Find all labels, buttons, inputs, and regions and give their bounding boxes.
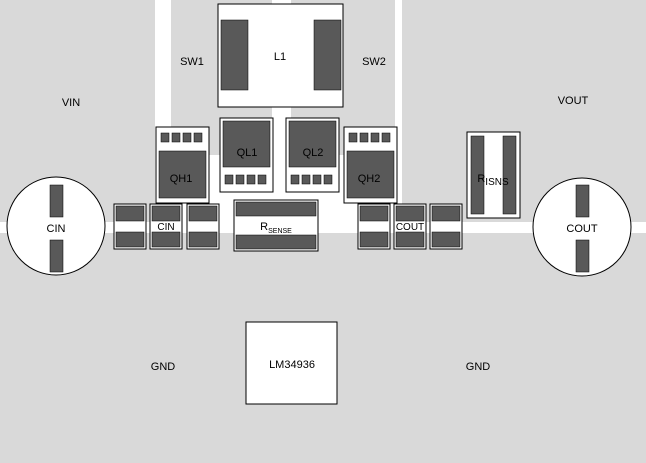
cout1-pad-top bbox=[359, 205, 389, 222]
qh1-pin-4 bbox=[193, 132, 203, 143]
input-capacitor-2: CIN bbox=[149, 203, 183, 250]
cin-large-pad-bottom bbox=[49, 239, 64, 273]
cout2-pad-bottom bbox=[395, 231, 425, 248]
ql2-pin-4 bbox=[323, 174, 333, 185]
vin-label: VIN bbox=[62, 97, 80, 109]
cout-large-pad-bottom bbox=[575, 239, 590, 273]
input-capacitor-1 bbox=[113, 203, 147, 250]
cin-large-outline bbox=[6, 176, 106, 276]
output-capacitor-3 bbox=[429, 203, 463, 250]
sw1-label: SW1 bbox=[180, 56, 204, 68]
ql1-pin-3 bbox=[246, 174, 256, 185]
ql2-label: QL2 bbox=[303, 147, 324, 159]
mosfet-ql1: QL1 bbox=[219, 117, 274, 193]
risns-pad-right bbox=[502, 135, 517, 215]
risns-label-main: R bbox=[477, 173, 485, 185]
qh2-pin-1 bbox=[348, 132, 358, 143]
cout2-pad-top bbox=[395, 205, 425, 222]
cout-large-label: COUT bbox=[566, 223, 597, 235]
qh1-pin-1 bbox=[160, 132, 170, 143]
rsense-label-main: R bbox=[260, 221, 268, 233]
inductor-pad-right bbox=[313, 19, 342, 91]
input-capacitor-3 bbox=[186, 203, 220, 250]
qh1-pin-2 bbox=[171, 132, 181, 143]
output-capacitor-1 bbox=[357, 203, 391, 250]
rsense-label: RSENSE bbox=[260, 221, 292, 235]
inductor-pad-left bbox=[220, 19, 249, 91]
qh2-pin-4 bbox=[381, 132, 391, 143]
ql1-pin-4 bbox=[257, 174, 267, 185]
qh1-label: QH1 bbox=[170, 173, 193, 185]
inductor-label: L1 bbox=[274, 51, 286, 63]
cin-small-label: CIN bbox=[157, 222, 174, 233]
controller-ic: LM34936 bbox=[245, 321, 338, 405]
mosfet-qh2: QH2 bbox=[343, 126, 398, 204]
ql1-drain-pad bbox=[222, 120, 271, 168]
mosfet-ql2: QL2 bbox=[285, 117, 340, 193]
cin1-pad-top bbox=[115, 205, 145, 222]
ql2-pin-2 bbox=[301, 174, 311, 185]
cin-large-label: CIN bbox=[47, 223, 66, 235]
ql1-label: QL1 bbox=[237, 147, 258, 159]
qh1-pin-3 bbox=[182, 132, 192, 143]
cout3-pad-bottom bbox=[431, 231, 461, 248]
cout-large-outline bbox=[532, 177, 632, 277]
risns-pad-left bbox=[470, 135, 485, 215]
ql2-pin-3 bbox=[312, 174, 322, 185]
qh1-drain-pad bbox=[158, 150, 207, 199]
gnd-left-label: GND bbox=[151, 361, 176, 373]
cout-small-label: COUT bbox=[396, 222, 424, 233]
rsense-pad-bottom bbox=[235, 234, 317, 250]
bulk-capacitor-cout: COUT bbox=[532, 177, 632, 277]
qh2-pin-3 bbox=[370, 132, 380, 143]
cin2-pad-top bbox=[151, 205, 181, 222]
ql2-drain-pad bbox=[288, 120, 337, 168]
cin3-pad-bottom bbox=[188, 231, 218, 248]
controller-label: LM34936 bbox=[269, 359, 315, 371]
qh2-pin-2 bbox=[359, 132, 369, 143]
qh2-drain-pad bbox=[346, 150, 395, 199]
controller-body bbox=[245, 321, 338, 405]
output-capacitor-2: COUT bbox=[393, 203, 427, 250]
resistor-rsense: RSENSE bbox=[233, 199, 319, 252]
sw2-label: SW2 bbox=[362, 56, 386, 68]
gnd-right-label: GND bbox=[466, 361, 491, 373]
rsense-label-sub: SENSE bbox=[268, 228, 292, 235]
cin1-pad-bottom bbox=[115, 231, 145, 248]
cin2-pad-bottom bbox=[151, 231, 181, 248]
cout3-pad-top bbox=[431, 205, 461, 222]
risns-label-sub: ISNS bbox=[485, 177, 509, 188]
cout1-pad-bottom bbox=[359, 231, 389, 248]
cin-large-pad-top bbox=[49, 184, 64, 218]
bulk-capacitor-cin: CIN bbox=[6, 176, 106, 276]
inductor-l1: L1 bbox=[217, 3, 344, 108]
cout-large-pad-top bbox=[575, 184, 590, 218]
ql1-pin-1 bbox=[224, 174, 234, 185]
cin3-pad-top bbox=[188, 205, 218, 222]
mosfet-qh1: QH1 bbox=[155, 126, 210, 204]
qh2-label: QH2 bbox=[358, 173, 381, 185]
ql1-pin-2 bbox=[235, 174, 245, 185]
vout-label: VOUT bbox=[558, 95, 589, 107]
risns-label: RISNS bbox=[477, 173, 509, 188]
resistor-risns: RISNS bbox=[466, 131, 521, 219]
rsense-pad-top bbox=[235, 201, 317, 217]
ql2-pin-1 bbox=[290, 174, 300, 185]
